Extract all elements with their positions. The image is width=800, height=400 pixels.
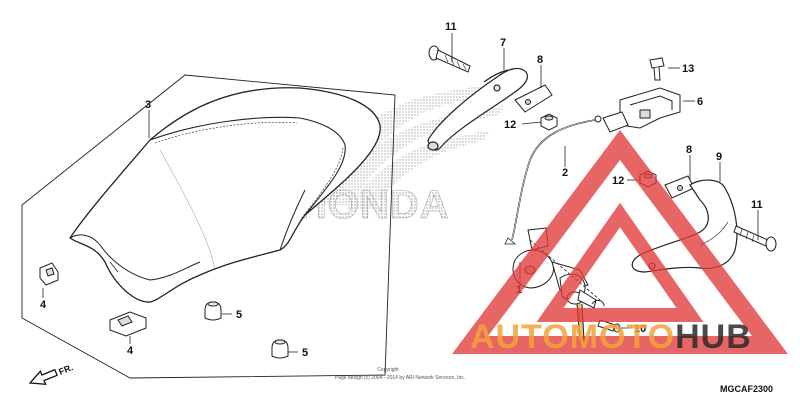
part-number-2: 2 [562,167,568,179]
part-number-12b: 12 [612,175,624,187]
seat-bumper-1 [39,262,59,286]
part-number-4a: 4 [40,299,47,311]
part-number-5a: 5 [236,309,242,321]
part-number-5b: 5 [302,347,308,359]
seat-lock-cable [504,115,602,245]
site-watermark-text: AUTOMOTOHUB [470,318,752,356]
copyright-line-1: Copyright [377,367,399,373]
bolt-11-top [428,45,471,73]
part-number-8a: 8 [537,54,543,66]
part-number-10: 10 [634,323,646,335]
seat [69,87,381,303]
warning-triangle-icon [452,130,788,354]
diagram-code: MGCAF2300 [720,384,773,394]
watermark-part-auto: AUTO [470,318,570,356]
nut-12-top [540,113,558,131]
seat-group-frame [21,74,396,379]
bolt-13 [649,57,665,81]
part-number-7: 7 [500,37,506,49]
part-number-8b: 8 [686,144,692,156]
front-arrow-label: FR. [57,362,74,377]
seat-lock-assembly [602,87,681,133]
grommet-1 [204,301,222,321]
part-number-3: 3 [145,99,151,111]
part-number-9: 9 [716,151,722,163]
grab-rail [427,67,528,151]
watermark-part-hub: HUB [675,318,752,356]
part-number-11a: 11 [445,21,457,33]
part-number-6: 6 [697,96,703,108]
bolt-11-right [733,225,777,252]
front-arrow-icon: FR. [28,362,74,385]
copyright-line-2: Page design (c) 2004 - 2014 by ARI Netwo… [335,375,465,381]
part-number-13: 13 [682,63,694,75]
plate-8-top [514,84,553,113]
seat-bumper-2 [109,311,147,337]
watermark-part-moto: MOTO [570,318,675,356]
grommet-2 [271,339,289,359]
part-number-4b: 4 [127,345,134,357]
part-number-12a: 12 [504,119,516,131]
part-number-11b: 11 [751,199,763,211]
